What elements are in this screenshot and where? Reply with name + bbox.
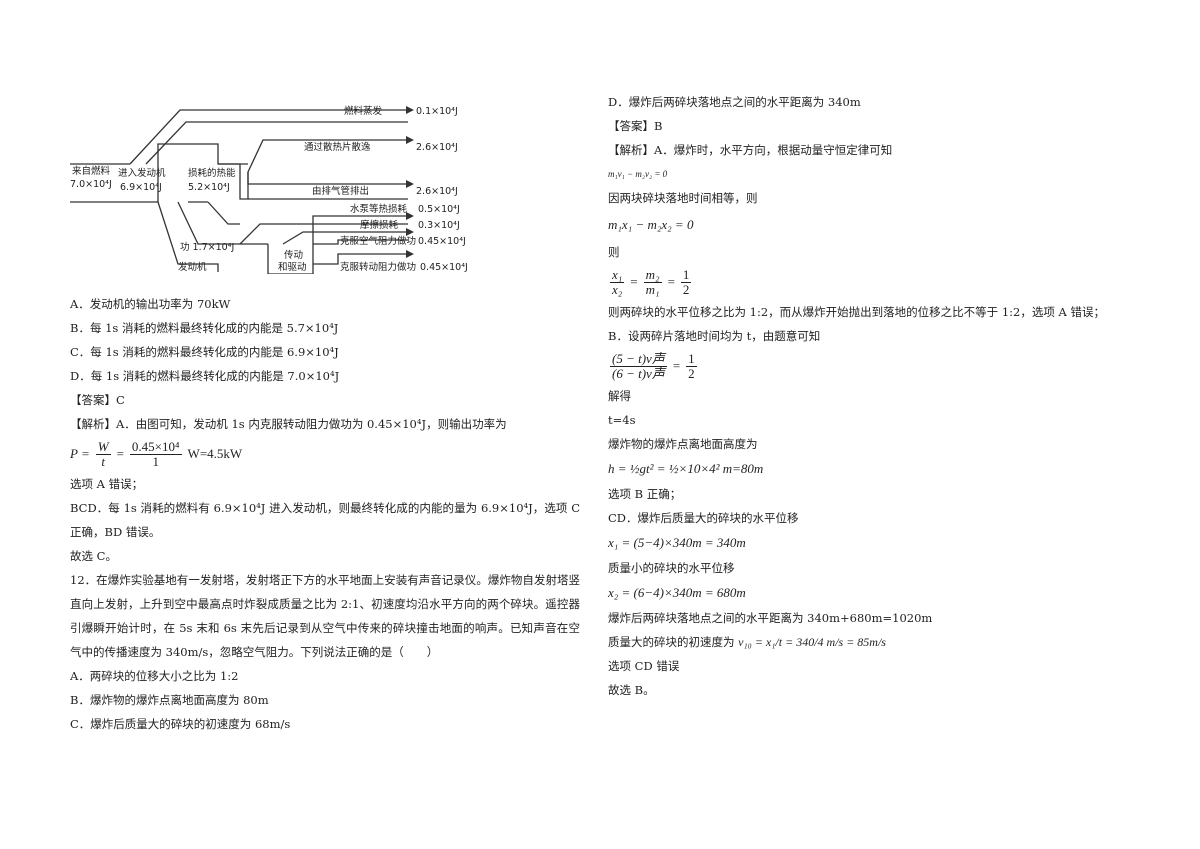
q12-option-a: A．两碎块的位移大小之比为 1:2 xyxy=(70,669,239,683)
label-enter-energy: 6.9×10⁴J xyxy=(120,182,162,193)
label-exhaust-energy: 2.6×10⁴J xyxy=(416,186,458,197)
q12-option-b: B．爆炸物的爆炸点离地面高度为 80m xyxy=(70,693,269,707)
label-fuel-energy: 7.0×10⁴J xyxy=(70,179,112,190)
b-text: B．设两碎片落地时间均为 t，由题意可知 xyxy=(608,329,821,343)
speed-line: 质量大的碎块的初速度为 v₁₀ = x₁/t = 340/4 m/s = 85m… xyxy=(608,635,886,649)
distance-text: 爆炸后两碎块落地点之间的水平距离为 340m+680m=1020m xyxy=(608,611,933,625)
analysis: 【解析】A．由图可知，发动机 1s 内克服转动阻力做功为 0.45×10⁴J，则… xyxy=(70,417,507,431)
label-work: 功 1.7×10⁴J xyxy=(180,242,234,253)
x1-equation: x₁ = (5−4)×340m = 340m xyxy=(608,535,746,550)
label-friction-energy: 0.3×10⁴J xyxy=(418,220,460,231)
t-value: t=4s xyxy=(608,413,636,427)
label-rolling: 克服转动阻力做功 xyxy=(340,261,416,273)
option-c: C．每 1s 消耗的燃料最终转化成的内能是 6.9×10⁴J xyxy=(70,345,339,359)
b-right: 选项 B 正确； xyxy=(608,487,682,501)
label-pump: 水泵等热损耗 xyxy=(350,203,408,215)
analysis: 【解析】A．爆炸时，水平方向，根据动量守恒定律可知 xyxy=(608,143,893,157)
answer: 【答案】C xyxy=(70,393,125,407)
option-b: B．每 1s 消耗的燃料最终转化成的内能是 5.7×10⁴J xyxy=(70,321,339,335)
q12-option-c: C．爆炸后质量大的碎块的初速度为 68m/s xyxy=(70,717,291,731)
label-exhaust: 由排气管排出 xyxy=(312,185,369,197)
displacement-equation: m₁x₁ − m₂x₂ = 0 xyxy=(608,217,694,232)
energy-flow-diagram: 来自燃料 7.0×10⁴J 进入发动机 6.9×10⁴J 损耗的热能 5.2×1… xyxy=(70,105,468,274)
label-fuel-evap: 燃料蒸发 xyxy=(344,105,383,117)
choose-b: 故选 B。 xyxy=(608,683,655,697)
label-air: 克服空气阻力做功 xyxy=(340,235,416,247)
left-column: A．发动机的输出功率为 70kW B．每 1s 消耗的燃料最终转化成的内能是 5… xyxy=(70,292,580,736)
label-loss-heat-energy: 5.2×10⁴J xyxy=(188,182,230,193)
x2-equation: x₂ = (6−4)×340m = 680m xyxy=(608,585,746,600)
a-wrong: 选项 A 错误； xyxy=(70,477,144,491)
label-radiator: 通过散热片散逸 xyxy=(304,141,371,153)
question-12: 12．在爆炸实验基地有一发射塔，发射塔正下方的水平地面上安装有声音记录仪。爆炸物… xyxy=(70,573,580,659)
option-d: D．每 1s 消耗的燃料最终转化成的内能是 7.0×10⁴J xyxy=(70,369,340,383)
cd-text: CD．爆炸后质量大的碎块的水平位移 xyxy=(608,511,799,525)
label-enter-engine: 进入发动机 xyxy=(118,167,166,179)
height-text: 爆炸物的爆炸点离地面高度为 xyxy=(608,437,758,451)
label-engine: 发动机 xyxy=(178,261,207,273)
label-fuel-source: 来自燃料 xyxy=(72,165,111,177)
same-time-text: 因两块碎块落地时间相等，则 xyxy=(608,191,758,205)
label-air-energy: 0.45×10⁴J xyxy=(418,236,466,247)
then-text: 则 xyxy=(608,245,620,259)
bcd-text: BCD．每 1s 消耗的燃料有 6.9×10⁴J 进入发动机，则最终转化成的内能… xyxy=(70,501,580,539)
label-friction: 摩擦损耗 xyxy=(360,219,399,231)
label-transmission-1: 传动 xyxy=(284,249,303,261)
height-equation: h = ½gt² = ½×10×4² m=80m xyxy=(608,461,764,476)
label-pump-energy: 0.5×10⁴J xyxy=(418,204,460,215)
small-text: 质量小的碎块的水平位移 xyxy=(608,561,735,575)
label-rolling-energy: 0.45×10⁴J xyxy=(420,262,468,273)
cd-wrong: 选项 CD 错误 xyxy=(608,659,680,673)
label-radiator-energy: 2.6×10⁴J xyxy=(416,142,458,153)
ratio-text: 则两碎块的水平位移之比为 1:2，而从爆炸开始抛出到落地的位移之比不等于 1:2… xyxy=(608,305,1105,319)
choose-c: 故选 C。 xyxy=(70,549,117,563)
answer: 【答案】B xyxy=(608,119,663,133)
solve-text: 解得 xyxy=(608,389,631,403)
q12-option-d: D．爆炸后两碎块落地点之间的水平距离为 340m xyxy=(608,95,861,109)
right-column: D．爆炸后两碎块落地点之间的水平距离为 340m 【答案】B 【解析】A．爆炸时… xyxy=(608,90,1128,702)
label-fuel-evap-energy: 0.1×10⁴J xyxy=(416,106,458,117)
momentum-equation: m₁v₁ − m₂v₂ = 0 xyxy=(608,169,668,179)
option-a: A．发动机的输出功率为 70kW xyxy=(70,297,231,311)
label-transmission-2: 和驱动 xyxy=(278,262,307,273)
label-loss-heat: 损耗的热能 xyxy=(188,167,236,179)
